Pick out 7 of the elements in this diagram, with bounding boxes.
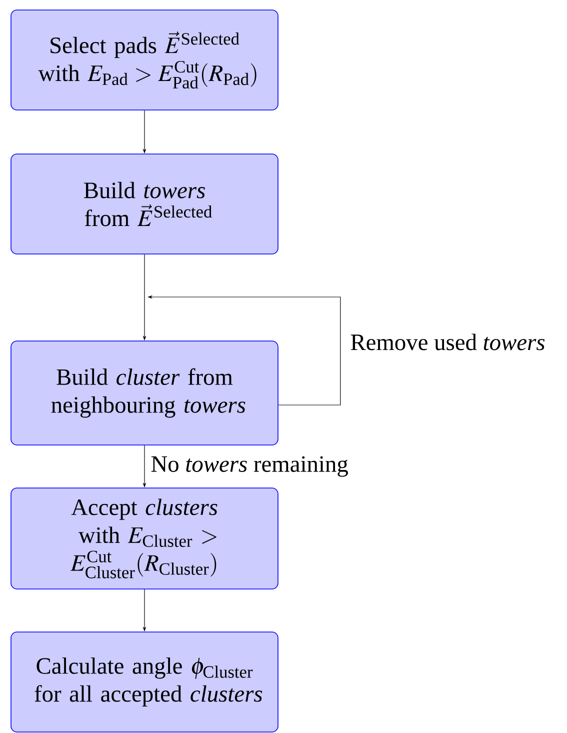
edge-label: No towers remaining — [150, 455, 350, 478]
process-box: $\text{Accept \textit{clusters}} \allowbreak \text{ with } E_{\text{Cluster}} > E^{\text{Cut}}_{\text{Cluster}}(R_{\text{Cluster}})$ — [10, 488, 278, 590]
process-box: $\text{Select pads } \vec{E}^{\text{Selected}} \allowbreak \text{ with } E_{\text{Pad}} > E^{\text{Cut}}_{\text{Pad}}(R_{\text{Pad}})$ — [10, 10, 278, 110]
process-box: $\text{Build \textit{cluster} from} \allowbreak \text{ neighbouring \textit{towers}}$ — [10, 340, 278, 446]
edge-label: Remove used towers — [349, 332, 546, 352]
process-box: $\text{Build \textit{towers}} \allowbreak \text{ from } \vec{E}^{\text{Selected}}$ — [10, 154, 278, 254]
process-box: $\text{Calculate angle } \phi_{\text{Cluster}} \allowbreak \text{ for all accepted \textit{clusters}}$ — [10, 632, 278, 732]
